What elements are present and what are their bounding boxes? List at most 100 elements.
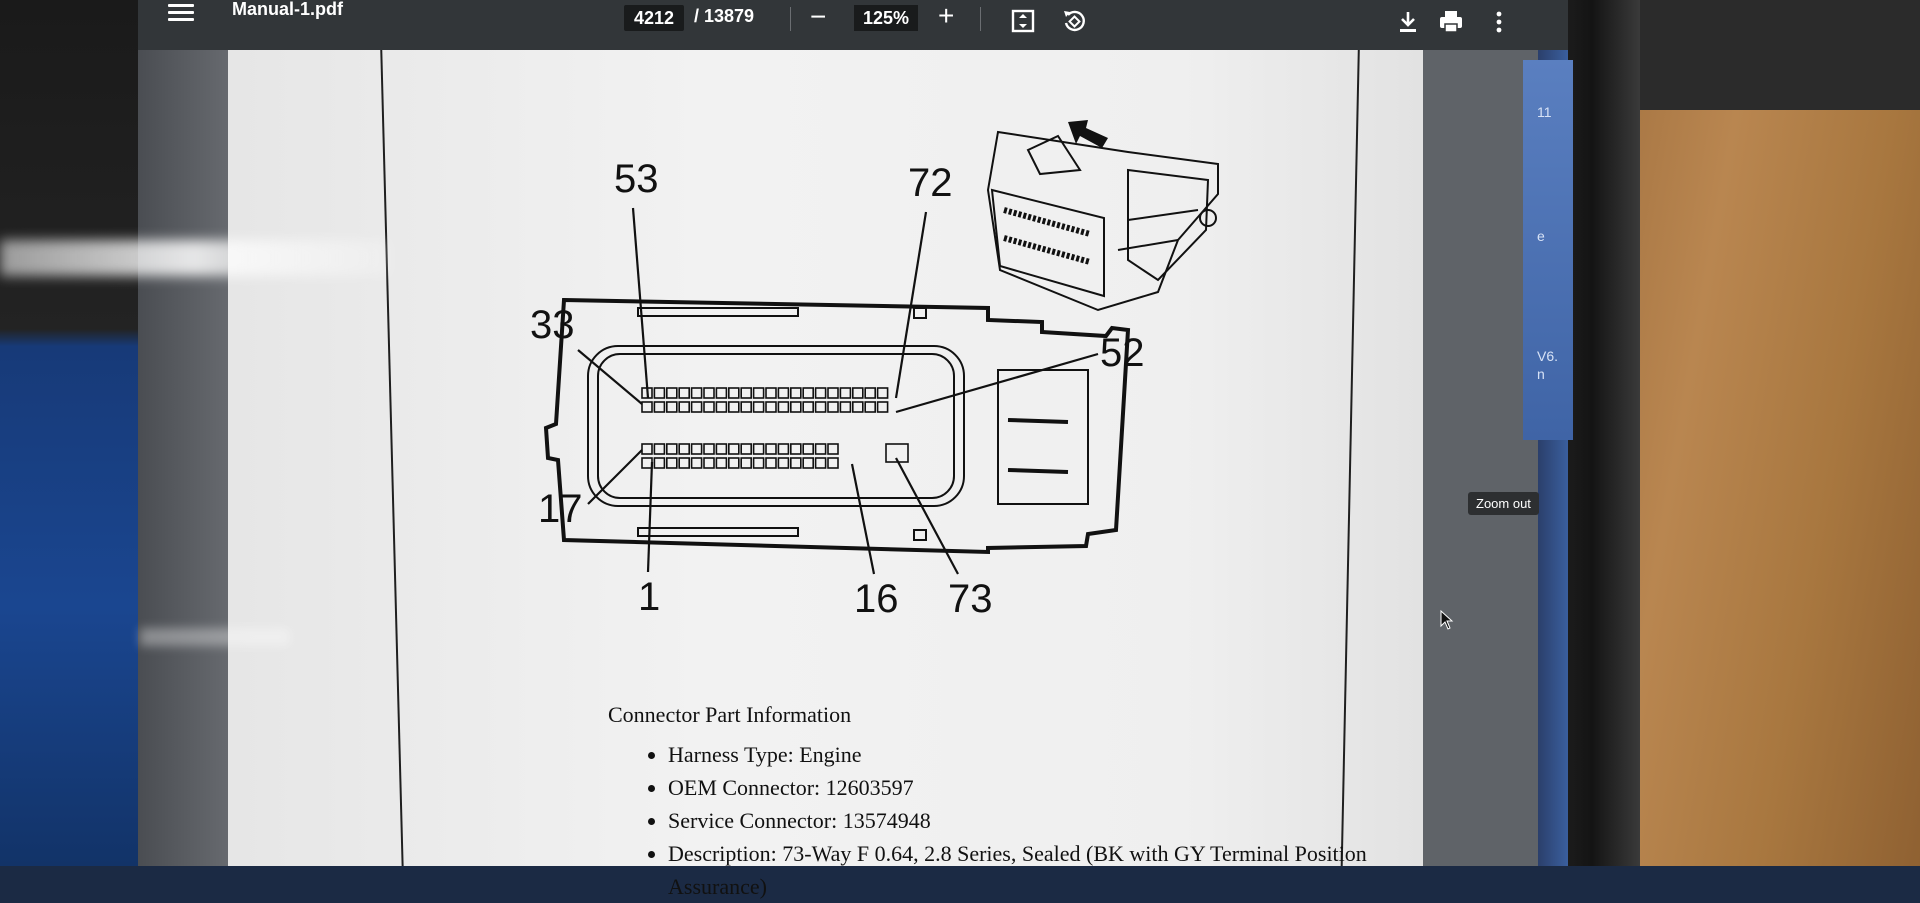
key-bottom [913, 529, 927, 541]
pin-cavity [777, 401, 790, 413]
peek-text-3: V6. [1537, 348, 1559, 364]
tpa-rib-1 [1007, 418, 1069, 424]
print-icon[interactable] [1438, 9, 1464, 35]
more-vert-icon[interactable] [1486, 9, 1512, 35]
pin-cavity [851, 387, 864, 399]
toolbar-divider [790, 7, 791, 31]
iso-face [990, 188, 1105, 298]
pin-cavity [777, 457, 790, 469]
pin-cavity [765, 387, 777, 399]
pin-cavity [752, 401, 765, 413]
connector-isometric-illustration [986, 130, 1219, 312]
pin-cavity [678, 401, 691, 413]
pin-cavity [876, 387, 889, 399]
background-desk-left [0, 0, 140, 866]
pin-cavity [814, 443, 827, 455]
pin-cavity [715, 387, 728, 399]
connector-diagram: 53 72 33 52 17 1 16 73 [530, 120, 1219, 621]
latch-top [637, 307, 799, 317]
page-number-input[interactable]: 4212 [624, 5, 684, 31]
connector-info-heading: Connector Part Information [608, 702, 852, 727]
pin-cavity [641, 401, 653, 413]
leader-17 [587, 449, 643, 505]
pin-cavity [827, 387, 839, 399]
pin-label-33: 33 [530, 303, 575, 347]
pin-cavity [665, 387, 678, 399]
pin-cavity [752, 387, 765, 399]
pin-cavity [653, 443, 666, 455]
iso-rib-2 [1117, 239, 1179, 251]
tpa-housing [997, 369, 1089, 505]
pin-cavity [678, 387, 691, 399]
rotate-icon[interactable] [1060, 7, 1088, 35]
pin-cavity [752, 443, 765, 455]
orientation-arrow-icon [1068, 120, 1108, 148]
pin-cavity [690, 443, 703, 455]
pin-label-16: 16 [854, 577, 899, 621]
pin-cavity [703, 387, 715, 399]
leader-52 [895, 352, 1099, 414]
pin-cavity [690, 387, 703, 399]
pin-label-73: 73 [948, 577, 993, 621]
pin-cavity [715, 457, 728, 469]
leader-16 [850, 463, 876, 575]
pin-cavity [777, 387, 790, 399]
pin-cavity [789, 387, 802, 399]
pin-cavity [789, 401, 802, 413]
pin-label-52: 52 [1100, 331, 1145, 375]
background-dark-corner [1640, 0, 1920, 110]
iso-rib [1127, 209, 1199, 221]
pin-label-17: 17 [538, 487, 583, 531]
viewer-gutter-left [138, 50, 243, 866]
pin-cavity [814, 401, 827, 413]
pdf-page: 53 72 33 52 17 1 16 73 Connector Part [228, 40, 1423, 899]
pin-cavity [814, 387, 827, 399]
zoom-out-button[interactable]: − [810, 1, 827, 32]
pin-cavity [814, 457, 827, 469]
pin-grid [641, 387, 889, 469]
pin-cavity [789, 443, 802, 455]
tpa-rib-2 [1007, 468, 1069, 474]
fit-page-icon[interactable] [1009, 7, 1037, 35]
connector-inner-frame-2 [597, 353, 955, 499]
screen-glare-2 [140, 628, 290, 646]
pin-cavity [765, 457, 777, 469]
pin-cavity [641, 457, 653, 469]
pin-cavity [752, 457, 765, 469]
pin-label-1: 1 [638, 575, 660, 619]
pin-cavity [740, 443, 753, 455]
leader-73 [895, 457, 959, 575]
pin-cavity [715, 401, 728, 413]
leader-72 [894, 211, 928, 399]
pdf-viewer-window: 11 e V6. n [138, 0, 1573, 899]
pin-cavity [665, 443, 678, 455]
key-top [913, 307, 927, 319]
pin-cavity [827, 457, 839, 469]
info-description: Description: 73-Way F 0.64, 2.8 Series, … [668, 837, 1423, 899]
pin-label-53: 53 [614, 157, 659, 201]
zoom-level-input[interactable]: 125% [854, 5, 918, 31]
download-icon[interactable] [1395, 9, 1421, 35]
pin-cavity [653, 457, 666, 469]
screen-glare [0, 240, 390, 276]
pin-cavity [839, 387, 852, 399]
leader-lines [577, 207, 1099, 575]
pin-cavity [703, 401, 715, 413]
pin-cavity [864, 401, 877, 413]
connector-outline [543, 297, 1131, 555]
pin-cavity [827, 401, 839, 413]
leader-1 [646, 461, 654, 573]
zoom-in-button[interactable]: + [938, 0, 955, 31]
pin-cavity [727, 443, 740, 455]
info-service-connector: Service Connector: 13574948 [668, 804, 1423, 837]
pin-cavity [678, 443, 691, 455]
connector-face-view [543, 297, 1131, 555]
pin-cavity [740, 401, 753, 413]
menu-icon[interactable] [168, 4, 194, 22]
connector-inner-frame [587, 345, 965, 507]
pin-cavity [851, 401, 864, 413]
latch-bottom [637, 527, 799, 537]
pin-cavity [827, 443, 839, 455]
pin-cavity [802, 401, 815, 413]
pin-cavity [690, 457, 703, 469]
